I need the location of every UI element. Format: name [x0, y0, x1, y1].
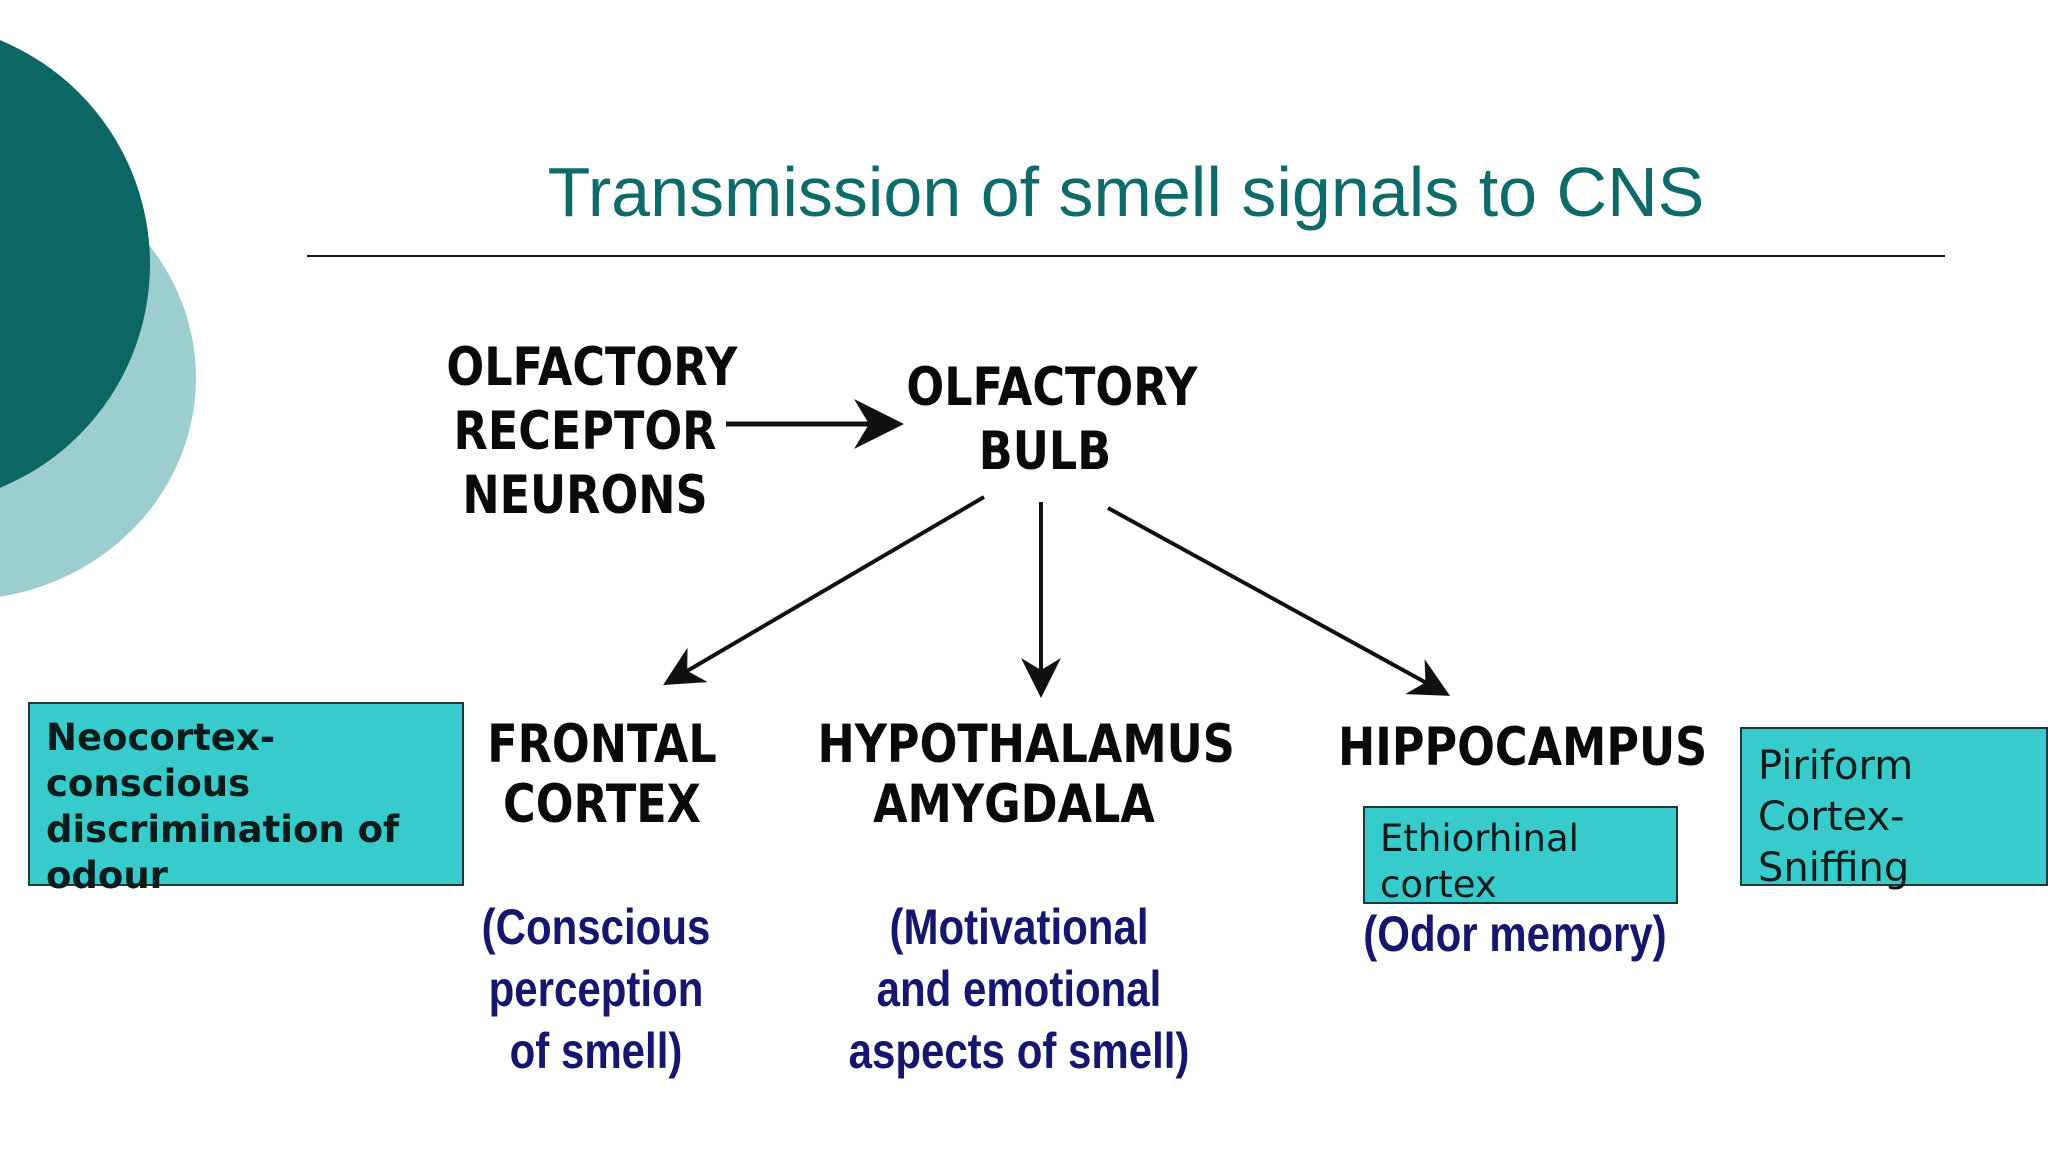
node-hypothalamus-amygdala: HYPOTHALAMUS AMYGDALA: [817, 714, 1235, 835]
note-odor-memory: (Odor memory): [1363, 906, 1667, 962]
node-olfactory-bulb: OLFACTORY BULB: [906, 357, 1198, 482]
box-ethiorhinal-cortex: Ethiorhinal cortex: [1363, 806, 1678, 906]
slide-title: Transmission of smell signals to CNS: [547, 153, 1705, 231]
box-piriform-cortex: Piriform Cortex- Sniffing: [1740, 727, 2048, 891]
node-olfactory-receptor-neurons: OLFACTORY RECEPTOR NEURONS: [446, 337, 738, 526]
title-divider: [307, 255, 1945, 257]
node-hippocampus: HIPPOCAMPUS: [1338, 717, 1708, 778]
arrow-bulb-to-hippocampus: [1107, 506, 1451, 696]
node-frontal-cortex: FRONTAL CORTEX: [487, 714, 717, 835]
dark-teal-ellipse: [0, 40, 150, 488]
box-neocortex: Neocortex- conscious discrimination of o…: [28, 702, 464, 897]
arrow-bulb-to-frontal: [663, 495, 986, 686]
note-motivational-emotional: (Motivational and emotional aspects of s…: [848, 899, 1190, 1079]
note-conscious-perception: (Conscious perception of smell): [481, 899, 711, 1079]
